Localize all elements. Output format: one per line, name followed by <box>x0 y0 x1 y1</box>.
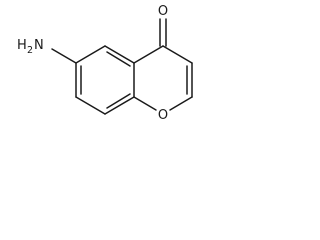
carbonyl-oxygen-label: O <box>158 4 168 19</box>
bond-c2-o1 <box>169 96 193 111</box>
bond-benzene-inner-bottom <box>106 93 131 109</box>
amine-n-label: N <box>34 38 44 53</box>
amine-subscript: 2 <box>27 45 33 56</box>
molecule-structure: O O H 2 N <box>17 4 193 123</box>
bond-o1-c8a <box>133 96 157 111</box>
bond-benzene-top-left <box>75 45 106 64</box>
bond-c4-c3 <box>162 45 193 64</box>
bond-c4a-c4 <box>133 45 164 64</box>
ring-oxygen-label: O <box>158 108 168 123</box>
bond-benzene-top-right <box>104 45 135 64</box>
bond-benzene-inner-top <box>106 51 131 67</box>
bond-c6-nh2 <box>51 48 77 64</box>
amine-h-label: H <box>17 38 27 53</box>
bond-benzene-bottom-left <box>75 96 106 115</box>
bond-benzene-bottom-right <box>104 96 135 115</box>
